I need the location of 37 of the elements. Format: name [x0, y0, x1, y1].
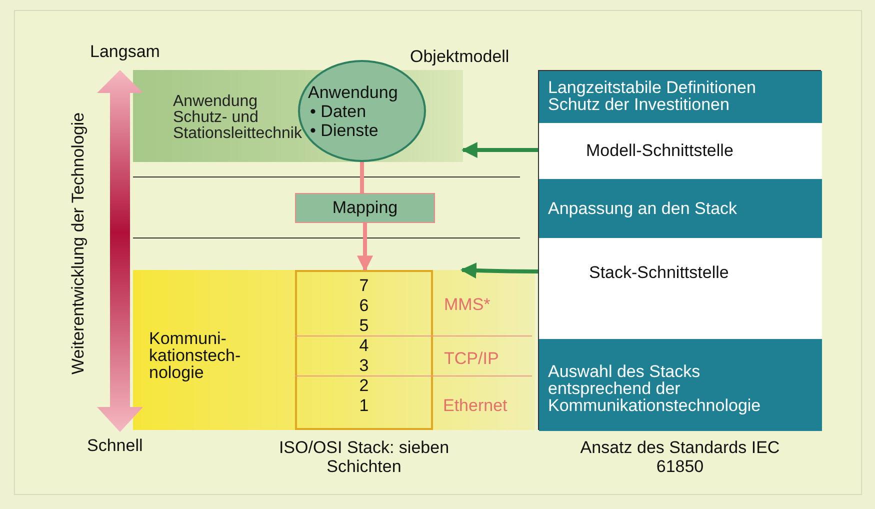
speed-label: Schnell — [87, 436, 143, 455]
node-label: 6 — [359, 296, 369, 316]
node-label: Langzeitstabile Definitionen Schutz der Investitionen — [548, 79, 757, 113]
node-label: Anwendung — [308, 82, 398, 102]
node-label: • Dienste — [310, 120, 378, 140]
communication-band — [133, 270, 535, 430]
node-label: Kommuni- kationstech- nologie — [149, 330, 242, 380]
standard-column — [538, 70, 821, 430]
arrow — [460, 262, 538, 279]
arrow — [357, 223, 373, 272]
node-label: Mapping — [332, 197, 398, 220]
node-label: • Daten — [310, 102, 366, 120]
node-label: 1 — [359, 396, 369, 416]
node-label: 3 — [359, 356, 369, 376]
diagram-label: Ansatz des Standards IEC 61850 — [579, 438, 781, 476]
column-section — [539, 339, 822, 431]
node-label: 4 — [359, 336, 369, 356]
diagram-label: ISO/OSI Stack: sieben Schichten — [278, 438, 450, 476]
node-label: Modell-Schnittstelle — [586, 140, 734, 162]
node-label: Anpassung an den Stack — [548, 198, 738, 220]
column-section — [539, 71, 822, 123]
column-section — [539, 179, 822, 238]
node-label: Anwendung Schutz- und Stationsleittechnik — [173, 94, 303, 142]
protocol-label: Ethernet — [443, 396, 508, 415]
node-label: Stack-Schnittstelle — [589, 262, 730, 284]
protocol-label: TCP/IP — [444, 349, 499, 368]
arrow — [461, 142, 538, 158]
diagram-label: Objektmodell — [410, 47, 510, 66]
node-label: Auswahl des Stacks entsprechend der Kommunikationstechnologie — [548, 363, 762, 414]
mapping-box — [295, 193, 435, 223]
osi-stack-box — [295, 270, 433, 430]
protocol-label: MMS* — [444, 295, 490, 314]
node-label: 5 — [359, 316, 369, 336]
axis-label: Weiterentwicklung der Technologie — [68, 114, 88, 374]
speed-label: Langsam — [90, 42, 160, 61]
node-label: 7 — [359, 276, 369, 296]
node-label: 2 — [359, 376, 369, 396]
